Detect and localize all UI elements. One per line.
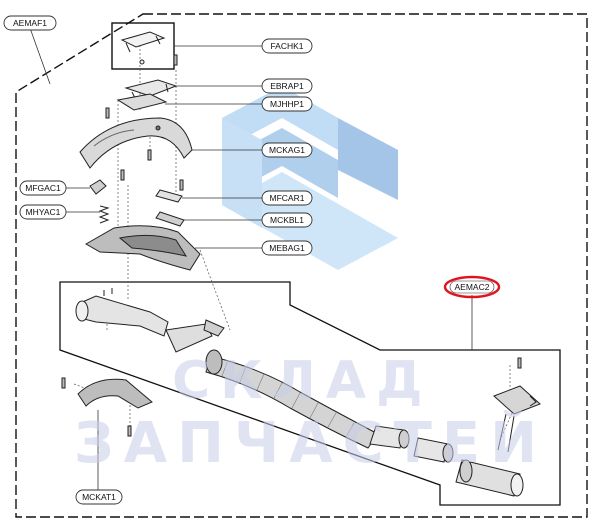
callout-ebrap1-text: EBRAP1 <box>270 81 304 91</box>
callout-mjhhp1-text: MJHHP1 <box>270 99 304 109</box>
part-mfcar1-slider <box>155 189 183 203</box>
part-release-latch <box>493 357 541 453</box>
watermark-text-line1: СКЛАД <box>172 351 432 411</box>
callout-mckbl1-text: MCKBL1 <box>270 215 304 225</box>
watermark-text-line2: ЗАПЧАСТЕЙ <box>74 410 547 476</box>
part-mckag1-cover <box>79 117 193 169</box>
callout-mfcar1-text: MFCAR1 <box>270 193 305 203</box>
callout-mhyac1-text: MHYAC1 <box>26 207 61 217</box>
callout-mebag1-text: MEBAG1 <box>269 243 305 253</box>
callout-mckat1-text: MCKAT1 <box>82 492 116 502</box>
part-mfgac1-button <box>89 179 107 195</box>
part-ebrap1-bracket <box>124 79 178 101</box>
highlight-ring <box>443 275 501 299</box>
part-flex-hose <box>205 349 379 449</box>
callout-mfgac1: MFGAC1 <box>19 180 67 196</box>
callout-mebag1: MEBAG1 <box>261 240 313 256</box>
part-hose-connectors <box>369 425 454 463</box>
part-mjhhp1-plate <box>116 93 168 111</box>
callout-fachk1: FACHK1 <box>261 38 313 54</box>
callout-aemaf1-text: AEMAF1 <box>13 18 47 28</box>
part-fachk1-handle-clip <box>120 31 166 65</box>
callout-mckag1: MCKAG1 <box>261 142 313 158</box>
part-screws-upper <box>105 54 184 191</box>
assembly-outline-aemaf1 <box>15 13 588 518</box>
callout-mckag1-text: MCKAG1 <box>269 145 305 155</box>
part-mckat1-grip <box>61 377 153 437</box>
part-wand-tube <box>455 459 524 497</box>
part-hose-cuff <box>165 319 225 353</box>
callout-mjhhp1: MJHHP1 <box>261 96 313 112</box>
watermark-logo <box>222 86 398 270</box>
callout-mfgac1-text: MFGAC1 <box>25 183 61 193</box>
part-mckbl1-gasket <box>155 211 185 227</box>
part-aemac2-handle <box>75 288 169 337</box>
callout-ebrap1: EBRAP1 <box>261 78 313 94</box>
callout-mhyac1: MHYAC1 <box>19 204 67 220</box>
part-mhyac1-spring <box>98 205 110 224</box>
callout-aemac2: AEMAC2 <box>443 275 501 299</box>
callout-aemaf1: AEMAF1 <box>3 15 57 31</box>
hose-ribs <box>221 359 355 438</box>
part-mebag1-body <box>84 225 201 271</box>
callout-aemac2-text: AEMAC2 <box>455 282 490 292</box>
callout-mfcar1: MFCAR1 <box>261 190 313 206</box>
callout-mckbl1: MCKBL1 <box>261 212 313 228</box>
callout-mckat1: MCKAT1 <box>75 489 123 505</box>
callout-fachk1-text: FACHK1 <box>270 41 303 51</box>
assembly-outline-aemac2 <box>59 281 561 506</box>
leader-lines <box>29 27 473 500</box>
